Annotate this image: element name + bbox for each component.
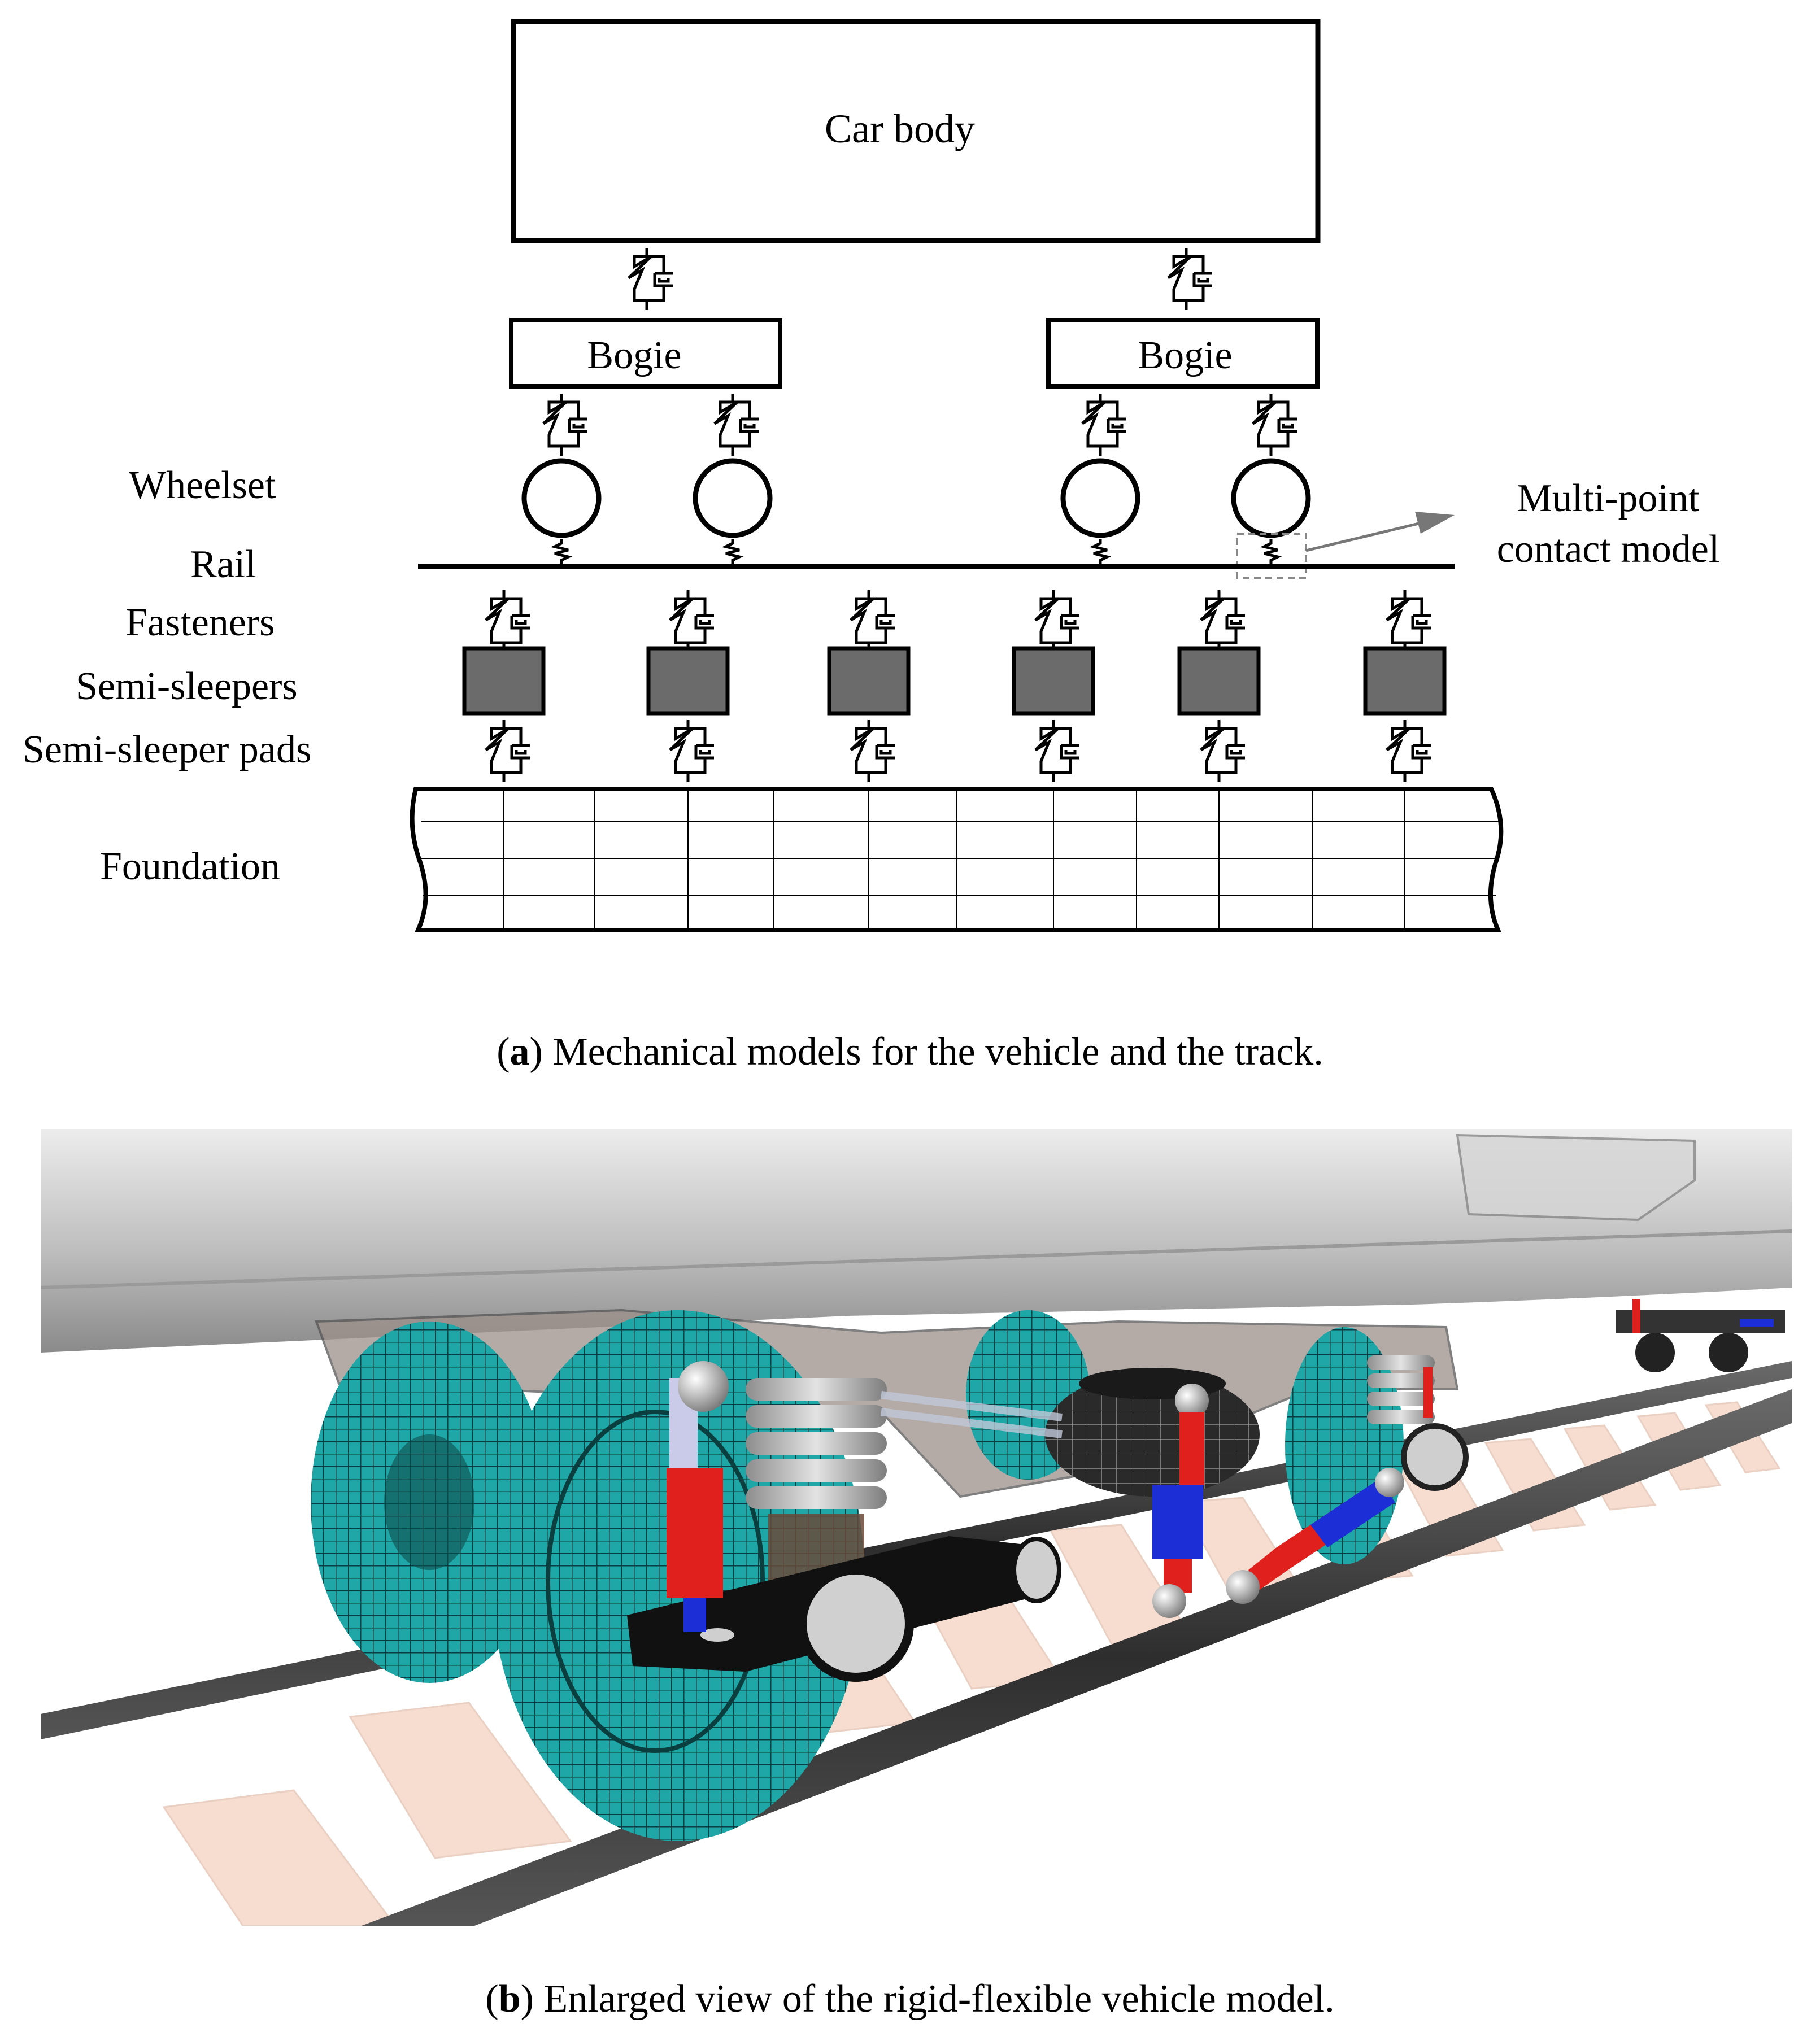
- contact-annotation-line1: Multi-point: [1517, 477, 1700, 520]
- car-body-box: [511, 19, 1321, 243]
- foundation-label: Foundation: [100, 845, 280, 888]
- axle-end-cap: [798, 1565, 914, 1682]
- contact-annotation-line2: contact model: [1497, 527, 1720, 571]
- secondary-suspension-right: [1168, 248, 1212, 310]
- contact-highlight-box: [1236, 533, 1307, 579]
- pad-5: [1201, 720, 1245, 782]
- traction-rods: [881, 1391, 1063, 1438]
- rear-springs: [1367, 1355, 1435, 1424]
- fastener-3: [851, 590, 895, 652]
- wheelset-1: [521, 458, 602, 538]
- contact-spring-2: [726, 539, 739, 564]
- primary-suspension-2: [715, 394, 759, 456]
- pad-6: [1387, 720, 1431, 782]
- contact-spring-4: [1264, 539, 1278, 564]
- semi-sleeper-3: [827, 646, 911, 716]
- foundation-block: [410, 787, 1504, 932]
- wheelset-4: [1231, 458, 1311, 538]
- semi-sleepers-label: Semi-sleepers: [76, 665, 298, 708]
- contact-spring-1: [555, 539, 568, 564]
- rigid-flexible-render: (b) Enlarged view of the rigid-flexible …: [41, 1129, 1792, 2021]
- semi-sleeper-6: [1363, 646, 1447, 716]
- fastener-6: [1387, 590, 1431, 652]
- caption-a-text: ) Mechanical models for the vehicle and …: [530, 1030, 1323, 1074]
- distant-bogie: [1616, 1299, 1785, 1372]
- rail-label: Rail: [190, 543, 256, 586]
- caption-a-letter: a: [510, 1030, 530, 1074]
- car-body-render: [41, 1129, 1792, 1353]
- bogie-label-left: Bogie: [587, 334, 681, 377]
- fastener-5: [1201, 590, 1245, 652]
- caption-b-letter: b: [499, 1977, 521, 2021]
- pad-4: [1035, 720, 1079, 782]
- caption-a: (a) Mechanical models for the vehicle an…: [497, 1030, 1323, 1074]
- primary-suspension-3: [1082, 394, 1126, 456]
- wheelset-label: Wheelset: [129, 464, 276, 507]
- semi-sleeper-pads-label: Semi-sleeper pads: [23, 728, 311, 771]
- semi-sleeper-5: [1177, 646, 1261, 716]
- car-body-label: Car body: [825, 106, 975, 151]
- semi-sleeper-2: [646, 646, 730, 716]
- semi-sleeper-1: [462, 646, 546, 716]
- vertical-damper-center: [1152, 1384, 1209, 1618]
- bogie-box-left: [509, 318, 782, 389]
- pad-2: [670, 720, 714, 782]
- front-spring: [746, 1378, 887, 1509]
- primary-suspension-1: [543, 394, 587, 456]
- pad-3: [851, 720, 895, 782]
- secondary-suspension-left: [629, 248, 673, 310]
- contact-arrow-head: [1415, 512, 1455, 534]
- fastener-2: [670, 590, 714, 652]
- fastener-1: [486, 590, 530, 652]
- caption-b: (b) Enlarged view of the rigid-flexible …: [485, 1977, 1334, 2021]
- fastener-4: [1035, 590, 1079, 652]
- contact-arrow: [1305, 521, 1424, 552]
- caption-b-text: ) Enlarged view of the rigid-flexible ve…: [521, 1977, 1335, 2021]
- bogie-box-right: [1046, 318, 1320, 389]
- pad-1: [486, 720, 530, 782]
- primary-suspension-4: [1253, 394, 1297, 456]
- vertical-damper-front: [667, 1361, 729, 1632]
- contact-spring-3: [1094, 539, 1107, 564]
- wheelset-3: [1060, 458, 1140, 538]
- wheelset-2: [693, 458, 773, 538]
- semi-sleeper-4: [1012, 646, 1095, 716]
- lateral-damper: [1226, 1468, 1404, 1604]
- bogie-label-right: Bogie: [1138, 334, 1232, 377]
- fasteners-label: Fasteners: [125, 601, 275, 644]
- mechanical-model-diagram: Car body Bogie Bogie Multi-point contact…: [23, 19, 1720, 1074]
